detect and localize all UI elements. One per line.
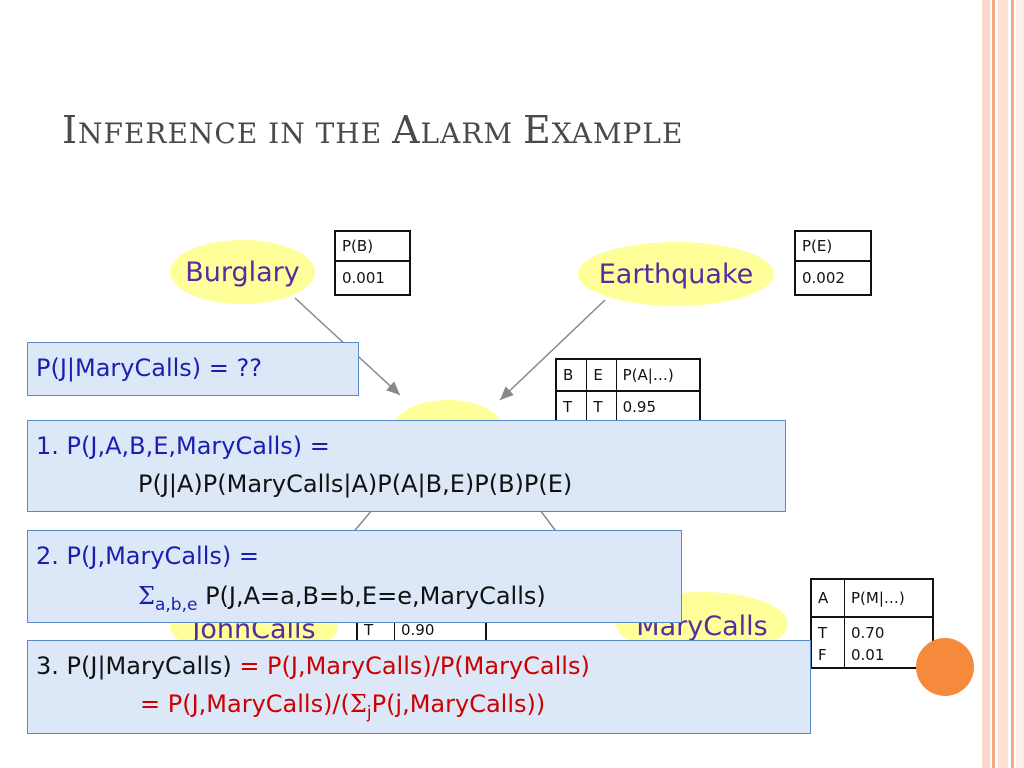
query-box: P(J|MaryCalls) = ?? (27, 342, 359, 396)
cpt-marycalls: A P(M|…) T 0.70 F 0.01 (810, 578, 934, 669)
edge-earthquake-alarm (499, 299, 606, 401)
step2-line1: 2. P(J,MaryCalls) = (36, 542, 259, 570)
step1-line1: 1. P(J,A,B,E,MaryCalls) = (36, 432, 330, 460)
step2-box: 2. P(J,MaryCalls) = Σa,b,e P(J,A=a,B=b,E… (27, 530, 682, 623)
cpt-burglary: P(B) 0.001 (334, 230, 411, 296)
slide-title: INFERENCE IN THE ALARM EXAMPLE (62, 108, 684, 152)
sigma-symbol: Σ (349, 690, 367, 718)
step3-box: 3. P(J|MaryCalls) = P(J,MaryCalls)/P(Mar… (27, 640, 811, 734)
decorative-stripes (982, 0, 1024, 768)
step3-line2: = P(J,MaryCalls)/(ΣjP(j,MaryCalls)) (140, 690, 546, 723)
earthquake-node: Earthquake (578, 242, 774, 306)
cpt-header: P(B) (335, 231, 410, 262)
step2-line2: Σa,b,e P(J,A=a,B=b,E=e,MaryCalls) (138, 582, 546, 615)
cpt-value: 0.002 (802, 269, 845, 287)
step1-box: 1. P(J,A,B,E,MaryCalls) = P(J|A)P(MaryCa… (27, 420, 786, 512)
cpt-value: 0.001 (342, 269, 385, 287)
step1-line2: P(J|A)P(MaryCalls|A)P(A|B,E)P(B)P(E) (138, 470, 573, 498)
step3-line1: 3. P(J|MaryCalls) = P(J,MaryCalls)/P(Mar… (36, 652, 590, 680)
cpt-alarm: B E P(A|…) T T 0.95 (555, 358, 701, 421)
burglary-node: Burglary (170, 240, 315, 304)
cpt-header: P(E) (795, 231, 871, 262)
cpt-earthquake: P(E) 0.002 (794, 230, 872, 296)
decorative-orange-circle (916, 638, 974, 696)
sigma-symbol: Σ (138, 582, 155, 610)
